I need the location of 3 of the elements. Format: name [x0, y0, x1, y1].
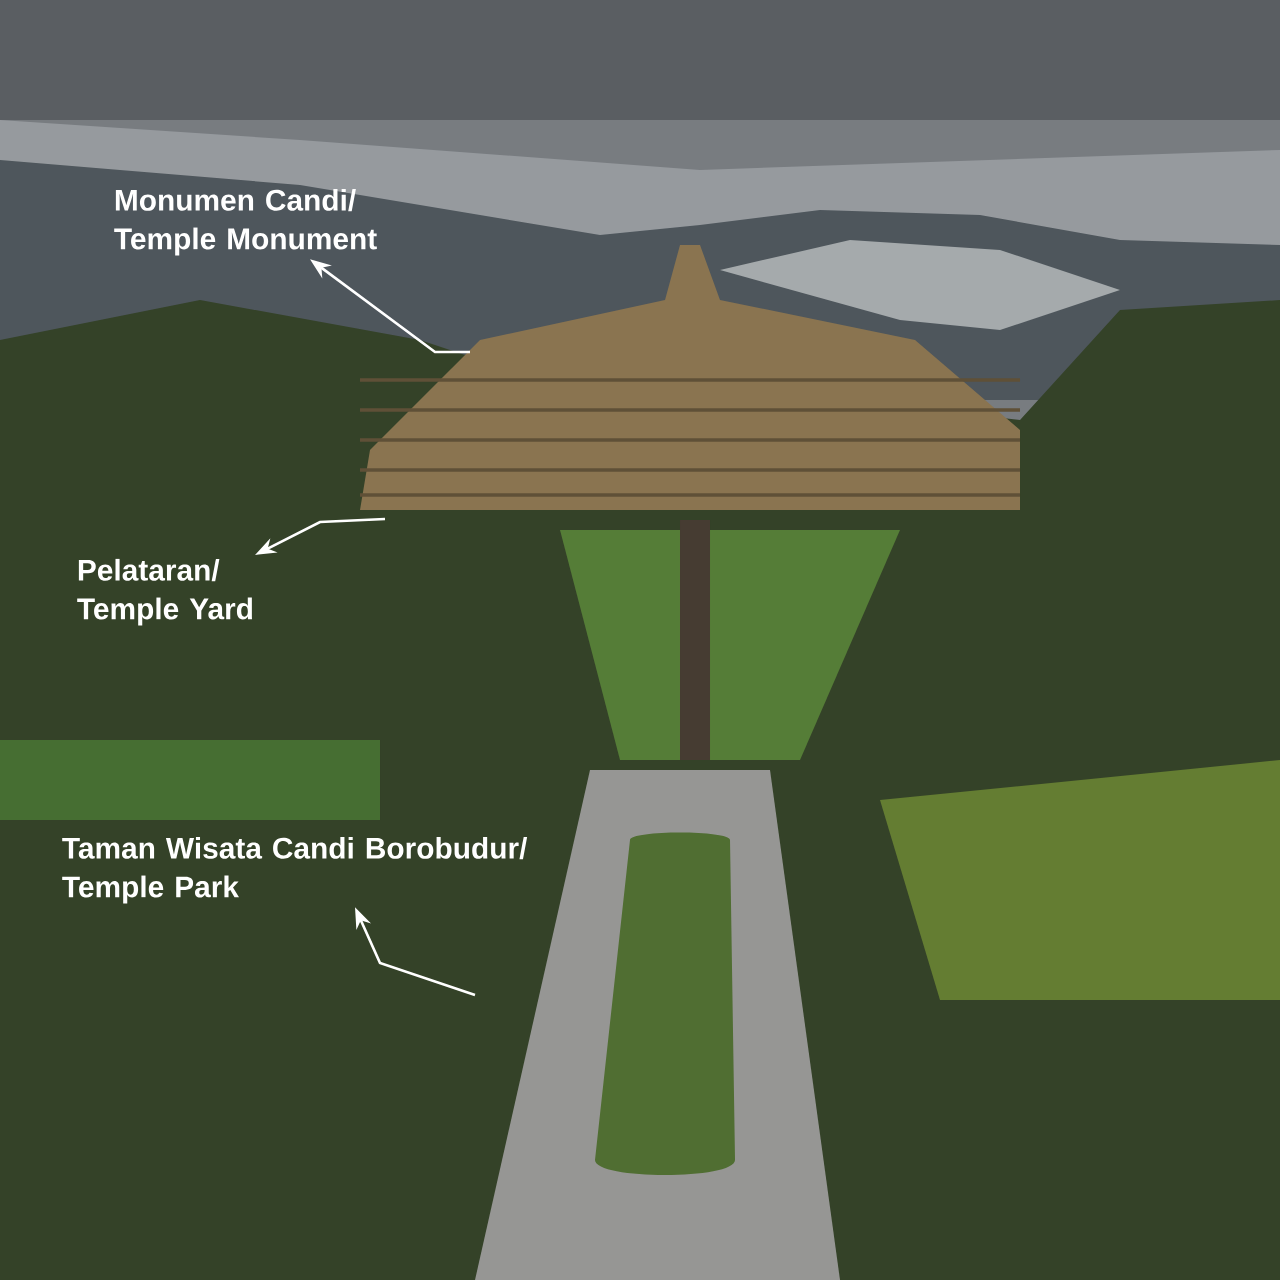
callout-label: Monumen Candi/ Temple Monument: [114, 188, 377, 256]
callout-label: Taman Wisata Candi Borobudur/ Temple Park: [62, 836, 528, 904]
callout-label: Pelataran/ Temple Yard: [77, 558, 252, 626]
